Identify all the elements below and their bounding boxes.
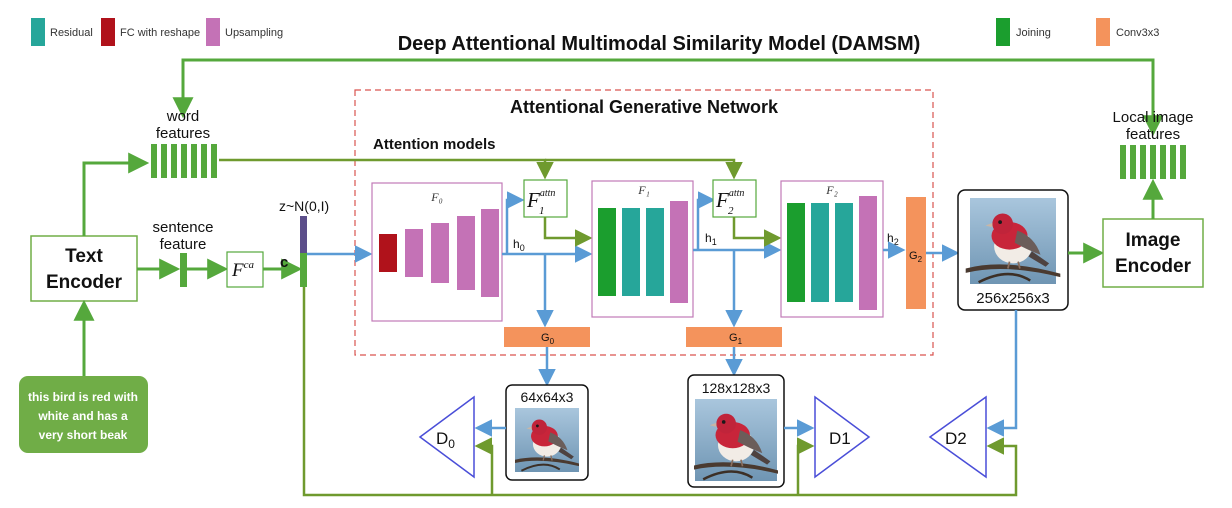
word-features-line2: features xyxy=(156,125,210,142)
damsm-loop-arrow xyxy=(172,58,1164,137)
word-feature-bars xyxy=(151,144,217,178)
c-bar xyxy=(300,253,307,287)
img256-label: 256x256x3 xyxy=(976,290,1049,307)
f0-up-block-2 xyxy=(431,223,449,283)
attn2-to-f2-arrow xyxy=(732,217,782,247)
img64-bird-photo xyxy=(515,408,579,472)
c-label: c xyxy=(280,254,288,271)
image-encoder-line2: Encoder xyxy=(1115,256,1192,277)
f2-residual-block-1 xyxy=(811,203,829,302)
legend-fc-swatch xyxy=(101,18,115,46)
f2-label: F₂ xyxy=(825,183,838,197)
encoder-to-words-arrow xyxy=(82,152,150,236)
f0-label: F₀ xyxy=(430,190,443,204)
f2-joining-block xyxy=(787,203,805,302)
f2-up-block xyxy=(859,196,877,310)
img256-bird-photo xyxy=(965,198,1061,284)
d1-label: D1 xyxy=(829,429,851,448)
sentence-feature-line1: sentence xyxy=(153,219,214,236)
legend-upsampling-swatch xyxy=(206,18,220,46)
damsm-title: Deep Attentional Multimodal Similarity M… xyxy=(398,33,921,55)
f1-joining-block xyxy=(598,208,616,296)
agn-dashed-box xyxy=(354,89,934,356)
d2-label: D2 xyxy=(945,429,967,448)
attn1-sub: 1 xyxy=(539,205,545,217)
h0-to-attn1-arrow xyxy=(505,191,525,254)
local-feature-bars xyxy=(1120,145,1186,179)
sentence-feature-bar xyxy=(180,253,187,287)
f0-up-block-4 xyxy=(481,209,499,297)
f0-up-block-1 xyxy=(405,229,423,277)
local-features-line2: features xyxy=(1126,126,1180,143)
d2-discriminator xyxy=(928,395,987,479)
words-to-attn2-arrow xyxy=(545,158,743,180)
img128-label: 128x128x3 xyxy=(702,380,771,396)
f2-residual-block-2 xyxy=(835,203,853,302)
legend-conv-swatch xyxy=(1096,18,1110,46)
g1-conv-block xyxy=(686,327,782,347)
image-encoder-box xyxy=(1102,218,1204,288)
legend-conv-label: Conv3x3 xyxy=(1116,27,1159,39)
g1-label: G1 xyxy=(729,332,743,346)
f1-residual-block-1 xyxy=(622,208,640,296)
img256-to-d2-arrow xyxy=(986,310,1018,437)
sentence-feature-line2: feature xyxy=(160,236,207,253)
h2-label: h2 xyxy=(887,231,899,247)
g2-label: G2 xyxy=(909,250,923,264)
c-to-d1-arrow xyxy=(796,437,815,495)
h0-label: h0 xyxy=(513,237,525,253)
f1-up-block xyxy=(670,201,688,303)
g0-label: G0 xyxy=(541,332,555,346)
noise-bar xyxy=(300,216,307,253)
fca-label: Fca xyxy=(231,259,254,281)
legend-joining-label: Joining xyxy=(1016,27,1051,39)
f0-up-block-3 xyxy=(457,216,475,290)
legend-joining-swatch xyxy=(996,18,1010,46)
attn1-box xyxy=(523,179,568,218)
image-encoder-line1: Image xyxy=(1126,230,1181,251)
g2-conv-block xyxy=(906,197,926,309)
words-to-attn1-arrow xyxy=(219,158,554,180)
h1-to-attn2-arrow xyxy=(696,191,716,250)
attn2-label: Fattn xyxy=(715,188,744,212)
d1-discriminator xyxy=(814,395,871,479)
legend-residual-swatch xyxy=(31,18,45,46)
c-to-d0-arrow xyxy=(474,437,494,495)
word-features-line1: word xyxy=(166,108,200,125)
text-encoder-line1: Text xyxy=(65,246,103,267)
c-to-discriminators-line xyxy=(302,287,1018,497)
prompt-line2: white and has a xyxy=(37,409,128,423)
local-features-line1: Local image xyxy=(1113,109,1194,126)
attn1-label: Fattn xyxy=(526,188,555,212)
attn2-box xyxy=(712,179,757,218)
agn-title: Attentional Generative Network xyxy=(510,97,779,117)
img64-label: 64x64x3 xyxy=(521,389,574,405)
legend-fc-label: FC with reshape xyxy=(120,27,200,39)
attn1-to-f1-arrow xyxy=(543,217,593,247)
prompt-line1: this bird is red with xyxy=(28,390,138,404)
h1-label: h1 xyxy=(705,231,717,247)
attn2-sub: 2 xyxy=(728,205,734,217)
d0-discriminator xyxy=(418,395,475,479)
f1-residual-block-2 xyxy=(646,208,664,296)
noise-label: z~N(0,I) xyxy=(279,198,329,214)
prompt-box xyxy=(19,376,148,453)
legend-residual-label: Residual xyxy=(50,27,93,39)
img128-bird-photo xyxy=(694,399,778,481)
legend-upsampling-label: Upsampling xyxy=(225,27,283,39)
f1-label: F₁ xyxy=(637,183,650,197)
text-encoder-line2: Encoder xyxy=(46,272,123,293)
d0-label: D0 xyxy=(436,429,455,451)
g0-conv-block xyxy=(504,327,590,347)
attention-models-label: Attention models xyxy=(373,136,496,153)
prompt-line3: very short beak xyxy=(39,428,128,442)
f0-fc-block xyxy=(379,234,397,272)
